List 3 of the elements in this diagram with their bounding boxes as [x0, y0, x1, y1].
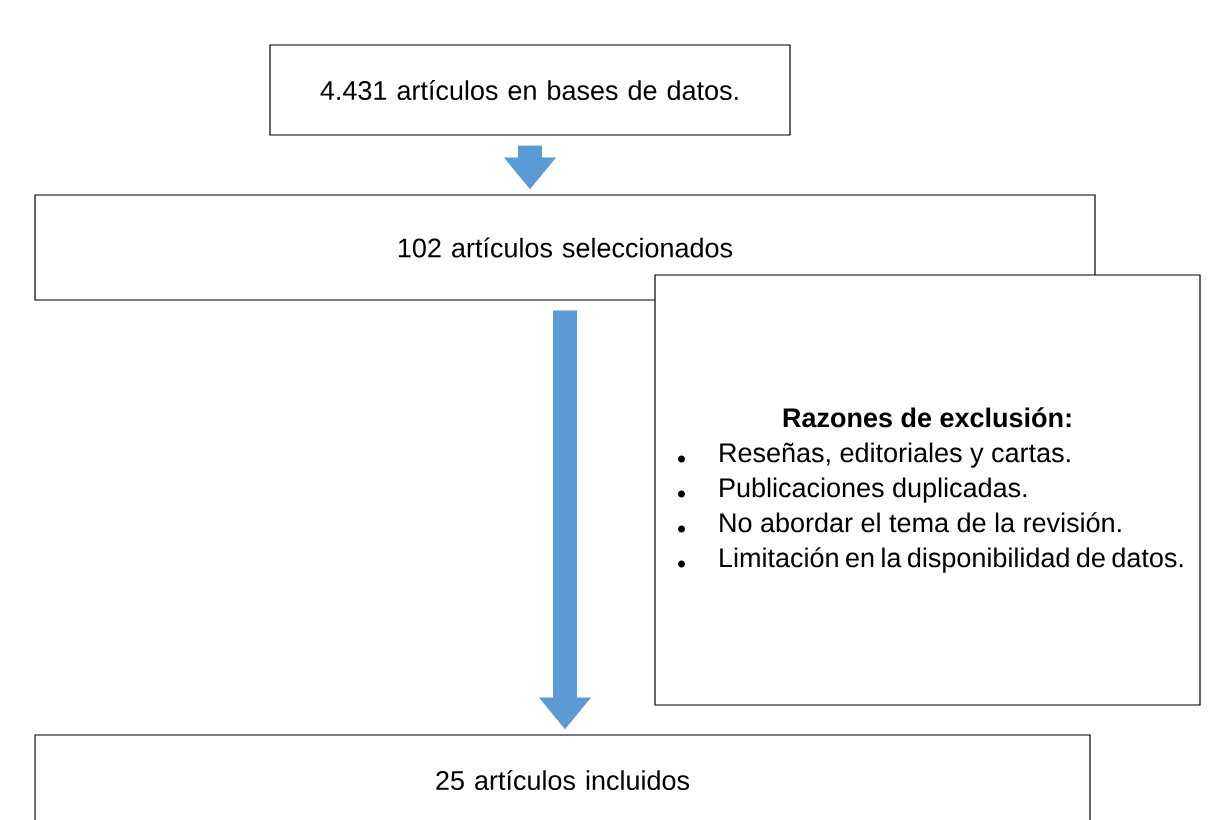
- process-box: 102 artículos seleccionados: [34, 194, 1096, 301]
- process-box: 4.431 artículos en bases de datos.: [269, 44, 791, 136]
- process-box: 25 artículos incluidos: [34, 734, 1091, 820]
